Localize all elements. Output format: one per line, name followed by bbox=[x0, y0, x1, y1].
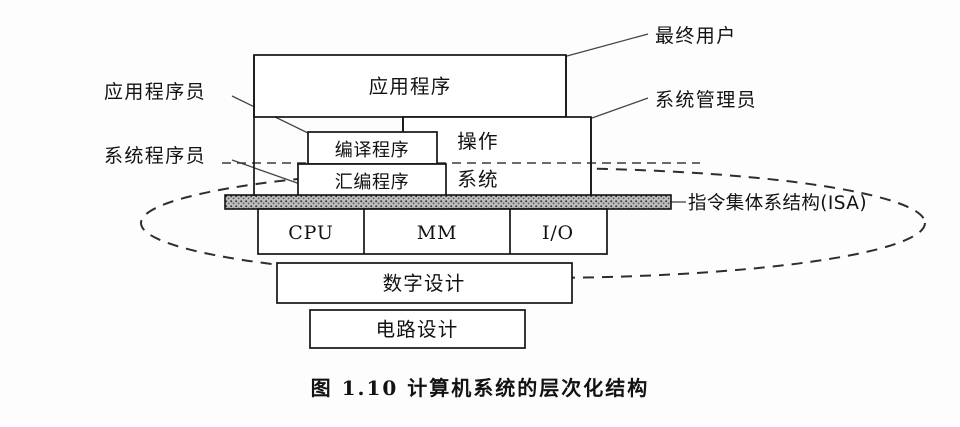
label-os-line1: 操作 bbox=[457, 130, 498, 153]
label-os-line2: 系统 bbox=[457, 168, 498, 191]
annotation-application-programmer: 应用程序员 bbox=[104, 81, 206, 103]
box-hardware-row bbox=[257, 208, 608, 255]
leader-line-system-admin bbox=[591, 97, 649, 119]
box-digital-design bbox=[276, 262, 573, 304]
box-circuit-design bbox=[309, 309, 526, 349]
annotation-isa: 指令集体系结构(ISA) bbox=[688, 193, 867, 214]
annotation-system-programmer: 系统程序员 bbox=[104, 145, 206, 167]
label-mm: MM bbox=[417, 222, 458, 244]
box-application bbox=[253, 54, 567, 118]
label-circuit-design: 电路设计 bbox=[376, 318, 459, 341]
isa-shaded-bar bbox=[225, 195, 671, 209]
label-digital-design: 数字设计 bbox=[383, 272, 466, 295]
leader-line-system-programmer bbox=[231, 159, 301, 185]
label-compiler: 编译程序 bbox=[335, 140, 409, 161]
box-compiler bbox=[307, 131, 438, 165]
label-assembler: 汇编程序 bbox=[335, 172, 409, 193]
annotation-end-user: 最终用户 bbox=[655, 25, 737, 47]
box-assembler bbox=[297, 163, 447, 197]
label-cpu: CPU bbox=[288, 222, 333, 244]
leader-line-end-user bbox=[566, 33, 649, 57]
figure-caption: 图 1.10 计算机系统的层次化结构 bbox=[311, 376, 650, 400]
label-application: 应用程序 bbox=[369, 75, 452, 98]
annotation-system-admin: 系统管理员 bbox=[655, 89, 757, 111]
label-io: I/O bbox=[542, 222, 574, 244]
